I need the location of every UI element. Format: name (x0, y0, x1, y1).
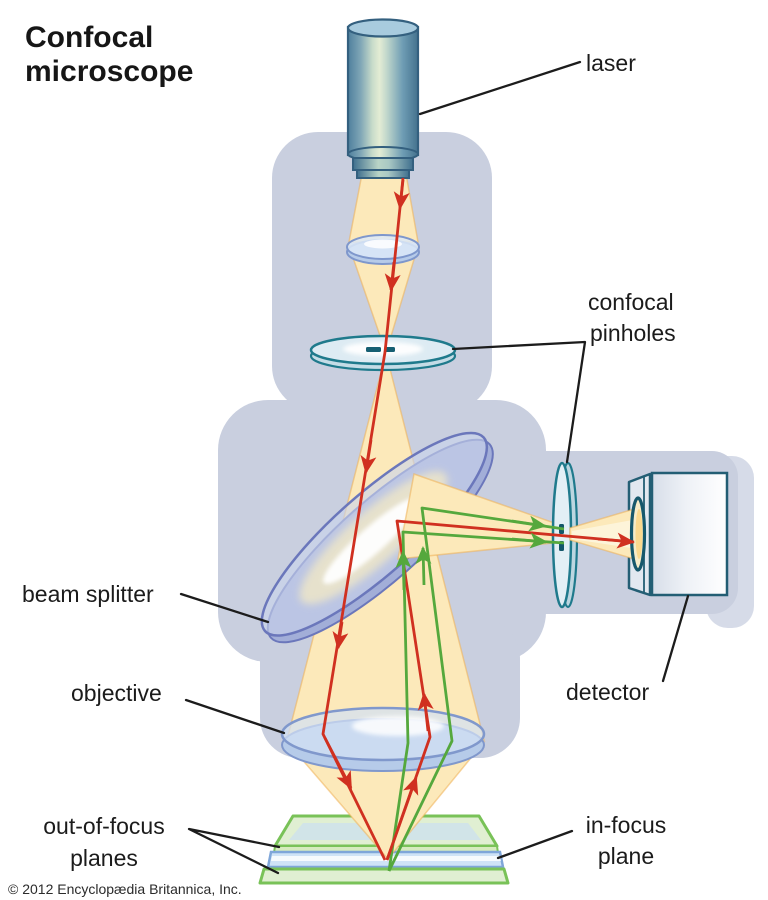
label-beam-splitter: beam splitter (22, 581, 154, 607)
page-title-line2: microscope (25, 55, 193, 88)
label-in-focus-line1: in-focus (586, 812, 667, 838)
collimating-lens (346, 234, 420, 265)
light-rays (321, 177, 635, 872)
collimating-lens-highlight (364, 239, 402, 249)
green-arrow-3 (511, 532, 548, 549)
out-of-focus-plane-bottom (258, 867, 510, 885)
red-arrow-7 (417, 692, 434, 732)
beam-splitter-highlight (323, 496, 421, 584)
red-arrow-8 (597, 532, 635, 549)
red-arrow-6 (385, 776, 419, 861)
copyright-credit: © 2012 Encyclopædia Britannica, Inc. (8, 881, 242, 897)
pinhole-top-glow (343, 342, 423, 356)
objective-lens (280, 706, 486, 772)
laser-body (346, 25, 420, 157)
leader-out-of-focus (187, 827, 281, 875)
leader-objective (184, 698, 286, 735)
red-arrow-2 (384, 261, 401, 292)
label-detector: detector (566, 679, 649, 705)
pinhole-top-aperture-left (366, 347, 381, 352)
diagram-text: Confocal microscope laser confocal pinho… (8, 21, 676, 897)
laser-unit (346, 18, 420, 179)
leader-in-focus (496, 829, 574, 860)
leader-beam-splitter (179, 592, 270, 624)
laser-collar (352, 157, 414, 171)
leader-lines (179, 60, 690, 875)
red-arrow-1 (393, 179, 410, 210)
red-arrow-5 (323, 737, 353, 790)
red-arrow-3 (360, 439, 377, 474)
green-arrow-1 (395, 550, 412, 591)
label-objective: objective (71, 680, 162, 706)
label-confocal-pinholes-line1: confocal (588, 289, 674, 315)
laser-beam-upper (348, 173, 419, 243)
green-arrow-4 (511, 515, 547, 532)
label-out-of-focus-line1: out-of-focus (43, 813, 164, 839)
ray-arrowheads (323, 179, 635, 861)
green-arrow-2 (415, 546, 432, 586)
label-out-of-focus-line2: planes (70, 845, 138, 871)
label-confocal-pinholes-line2: pinholes (590, 320, 676, 346)
laser-top-cap (346, 18, 420, 38)
emission-ray-inner (387, 530, 565, 872)
laser-snout (356, 169, 410, 179)
label-in-focus-line2: plane (598, 843, 654, 869)
pinhole-top-aperture-right (385, 347, 395, 352)
red-arrow-4 (332, 621, 349, 650)
page-title-line1: Confocal (25, 21, 153, 54)
detector-aperture-inner (635, 509, 643, 559)
objective-lens-highlight (352, 716, 444, 736)
detector-box (650, 471, 729, 597)
in-focus-plane-highlight (271, 856, 501, 861)
leader-laser (418, 60, 582, 116)
leader-detector (661, 594, 690, 683)
label-laser: laser (586, 50, 636, 76)
emission-ray-outer (387, 506, 565, 872)
leader-confocal-pinholes (451, 340, 587, 464)
